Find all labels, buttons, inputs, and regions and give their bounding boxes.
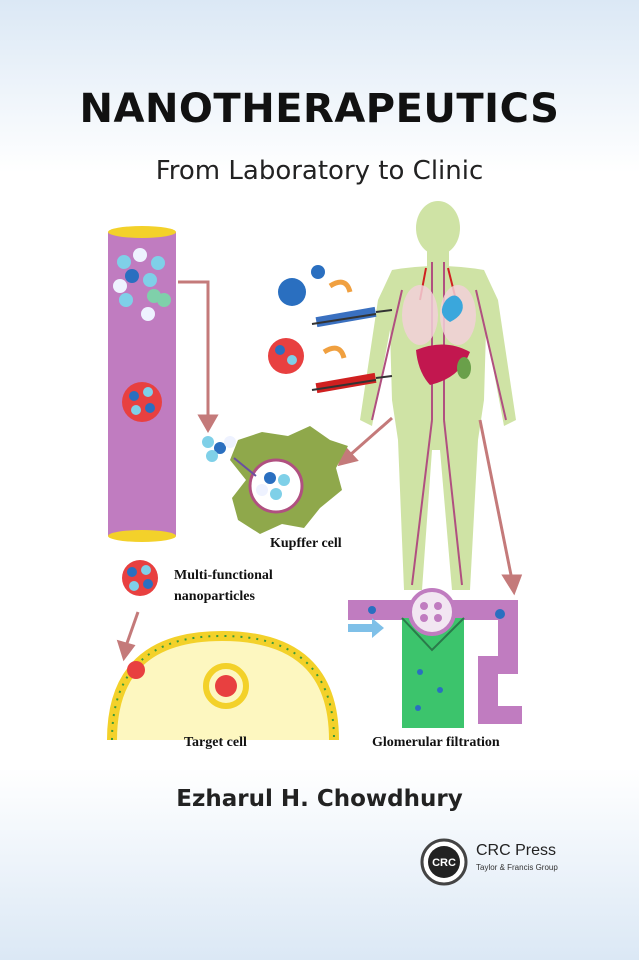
blood-vessel-tube — [108, 226, 176, 542]
crc-logo-text: CRC — [432, 857, 456, 869]
target-cell — [107, 630, 339, 741]
process-arrows — [116, 280, 523, 662]
multifunctional-nanoparticle — [122, 560, 158, 596]
kupffer-cell — [202, 426, 348, 534]
label-target-cell: Target cell — [184, 735, 247, 750]
glomerular-filtration — [348, 588, 522, 728]
label-glomerular-filtration: Glomerular filtration — [372, 735, 500, 750]
label-kupffer-cell: Kupffer cell — [270, 536, 342, 551]
book-author: Ezharul H. Chowdhury — [176, 786, 463, 812]
label-nanoparticles-line2: nanoparticles — [174, 589, 255, 604]
book-title: NANOTHERAPEUTICS — [79, 86, 560, 132]
publisher-name: CRC Press — [476, 842, 557, 859]
publisher-group: Taylor & Francis Group — [476, 863, 558, 872]
drug-syringes — [268, 265, 393, 394]
label-nanoparticles-line1: Multi-functional — [174, 568, 273, 583]
human-body-figure — [360, 201, 516, 590]
crc-press-logo: CRC — [420, 838, 468, 886]
book-subtitle: From Laboratory to Clinic — [155, 156, 484, 186]
